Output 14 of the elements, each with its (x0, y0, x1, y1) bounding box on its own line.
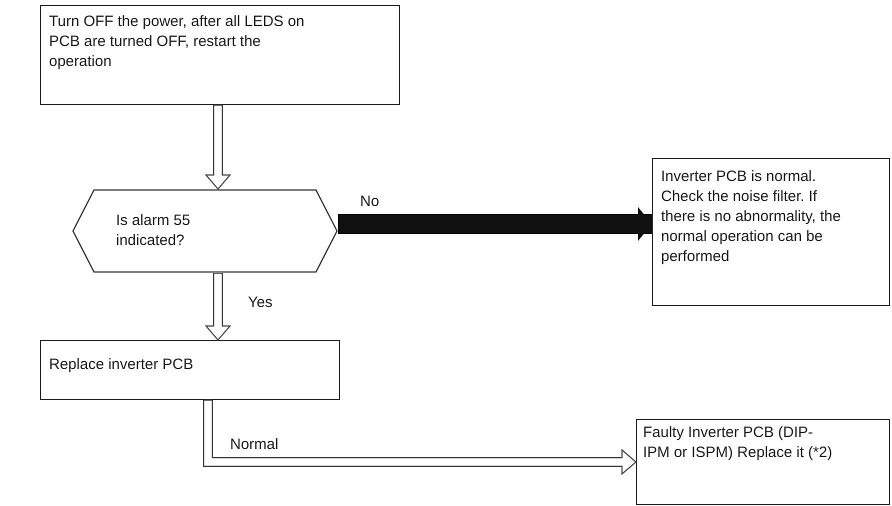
thick-arrow (338, 207, 652, 241)
box-text: Replace inverter PCB (49, 355, 194, 375)
hollow-arrow (205, 105, 231, 190)
box-text: Faulty Inverter PCB (DIP-IPM or ISPM) Replace it (*2) (643, 423, 834, 463)
process-box (636, 419, 890, 505)
process-box (40, 340, 340, 400)
process-box (652, 158, 890, 306)
hollow-arrow (203, 400, 637, 475)
decision-text: Is alarm 55 indicated? (116, 211, 192, 251)
process-box (40, 5, 400, 105)
hollow-arrow (205, 273, 231, 341)
box-text: Turn OFF the power, after all LEDS on PCB are turned OFF, restart the operation (49, 12, 306, 72)
decision-hexagon (72, 189, 338, 273)
box-text: Inverter PCB is normal. Check the noise filter. If there is no abnormality, the normal operation can be performed (661, 167, 842, 267)
